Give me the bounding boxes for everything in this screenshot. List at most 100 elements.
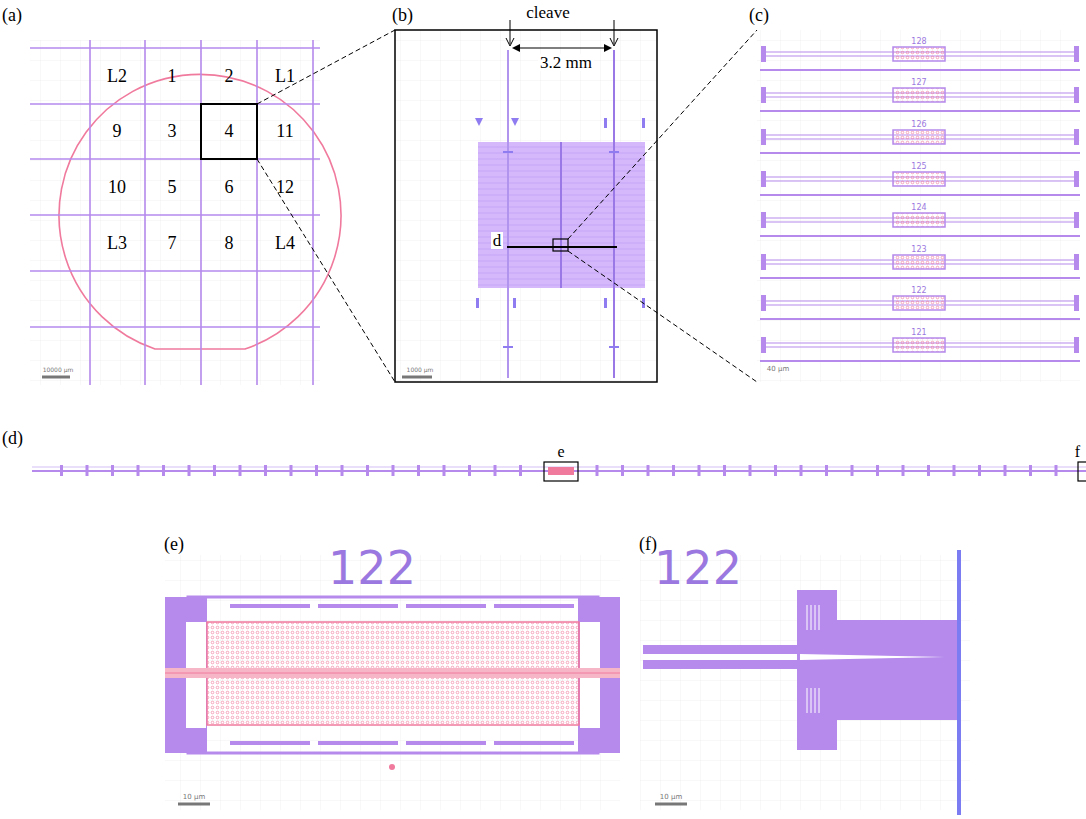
pad [1074,129,1079,145]
row-divider [760,277,1080,279]
panel-label: (c) [749,6,769,24]
cell-label: 1 [168,67,177,85]
scale-label: 10 µm [660,794,682,801]
row-divider [760,235,1080,237]
row-divider [760,318,1080,320]
scale-label: 10000 µm [43,367,74,373]
panel-label: (a) [2,6,22,24]
pad [1074,212,1079,228]
row-divider [760,69,1080,71]
pad [1074,337,1079,353]
tick [1055,465,1058,476]
pad [761,171,766,187]
tick [851,465,854,476]
pad [761,87,766,103]
cell-label: 8 [225,234,234,252]
cell-label: L1 [275,67,295,85]
tick [264,465,267,476]
device-number: 123 [911,246,926,254]
panel-label: (e) [164,535,184,553]
tick [672,465,675,476]
device-number: 121 [911,329,926,337]
pad [761,46,766,62]
tick [927,465,930,476]
tick [315,465,318,476]
row-divider [760,360,1080,362]
cell-label: L4 [275,234,295,252]
tick [698,465,701,476]
scale-label: 10 µm [183,794,205,801]
tick [519,465,522,476]
tick [111,465,114,476]
tick [213,465,216,476]
pad [1074,46,1079,62]
annotation: f [1073,444,1082,460]
tick [825,465,828,476]
cell-label: 5 [168,178,177,196]
device-number: 126 [911,121,926,129]
row-divider [760,110,1080,112]
tick [774,465,777,476]
device-number: 124 [911,204,926,212]
pad [761,295,766,311]
tick [621,465,624,476]
pad [1074,87,1079,103]
pad [1074,295,1079,311]
device-number: 122 [654,545,742,591]
annotation: cleave [524,4,571,21]
pad [761,212,766,228]
tick [876,465,879,476]
tick [137,465,140,476]
cell-label: 3 [168,122,177,140]
device [893,88,945,102]
tick [443,465,446,476]
tick [723,465,726,476]
cell-label: 12 [276,178,294,196]
cell-label: L2 [107,67,127,85]
tick [392,465,395,476]
tick [468,465,471,476]
device [893,172,945,186]
tick [366,465,369,476]
scale-label: 40 µm [767,366,789,373]
annotation: d [491,232,504,249]
tick [239,465,242,476]
pad [761,129,766,145]
cell-label: 2 [225,67,234,85]
device-number: 125 [911,163,926,171]
device-number: 122 [911,287,926,295]
tick [647,465,650,476]
tick [290,465,293,476]
tick [86,465,89,476]
tick [596,465,599,476]
device-number: 122 [328,545,416,591]
device-number: 128 [911,38,926,46]
row-divider [760,194,1080,196]
cell-label: L3 [107,234,127,252]
device [893,47,945,61]
cell-label: 6 [225,178,234,196]
device [893,130,945,144]
cell-label: 10 [108,178,126,196]
scale-label: 1000 µm [407,367,434,373]
tick [417,465,420,476]
panel-label: (b) [392,6,413,24]
cell-label: 9 [113,122,122,140]
device [893,213,945,227]
tick [953,465,956,476]
tick [902,465,905,476]
cell-label: 4 [225,122,234,140]
pad [761,254,766,270]
device [893,255,945,269]
pad [1074,254,1079,270]
tick [1029,465,1032,476]
tick [162,465,165,476]
pad [761,337,766,353]
tick [978,465,981,476]
device-number: 127 [911,79,926,87]
tick [1004,465,1007,476]
tick [749,465,752,476]
pad [1074,171,1079,187]
dimension: 3.2 mm [538,54,594,71]
cell-label: 11 [276,122,293,140]
